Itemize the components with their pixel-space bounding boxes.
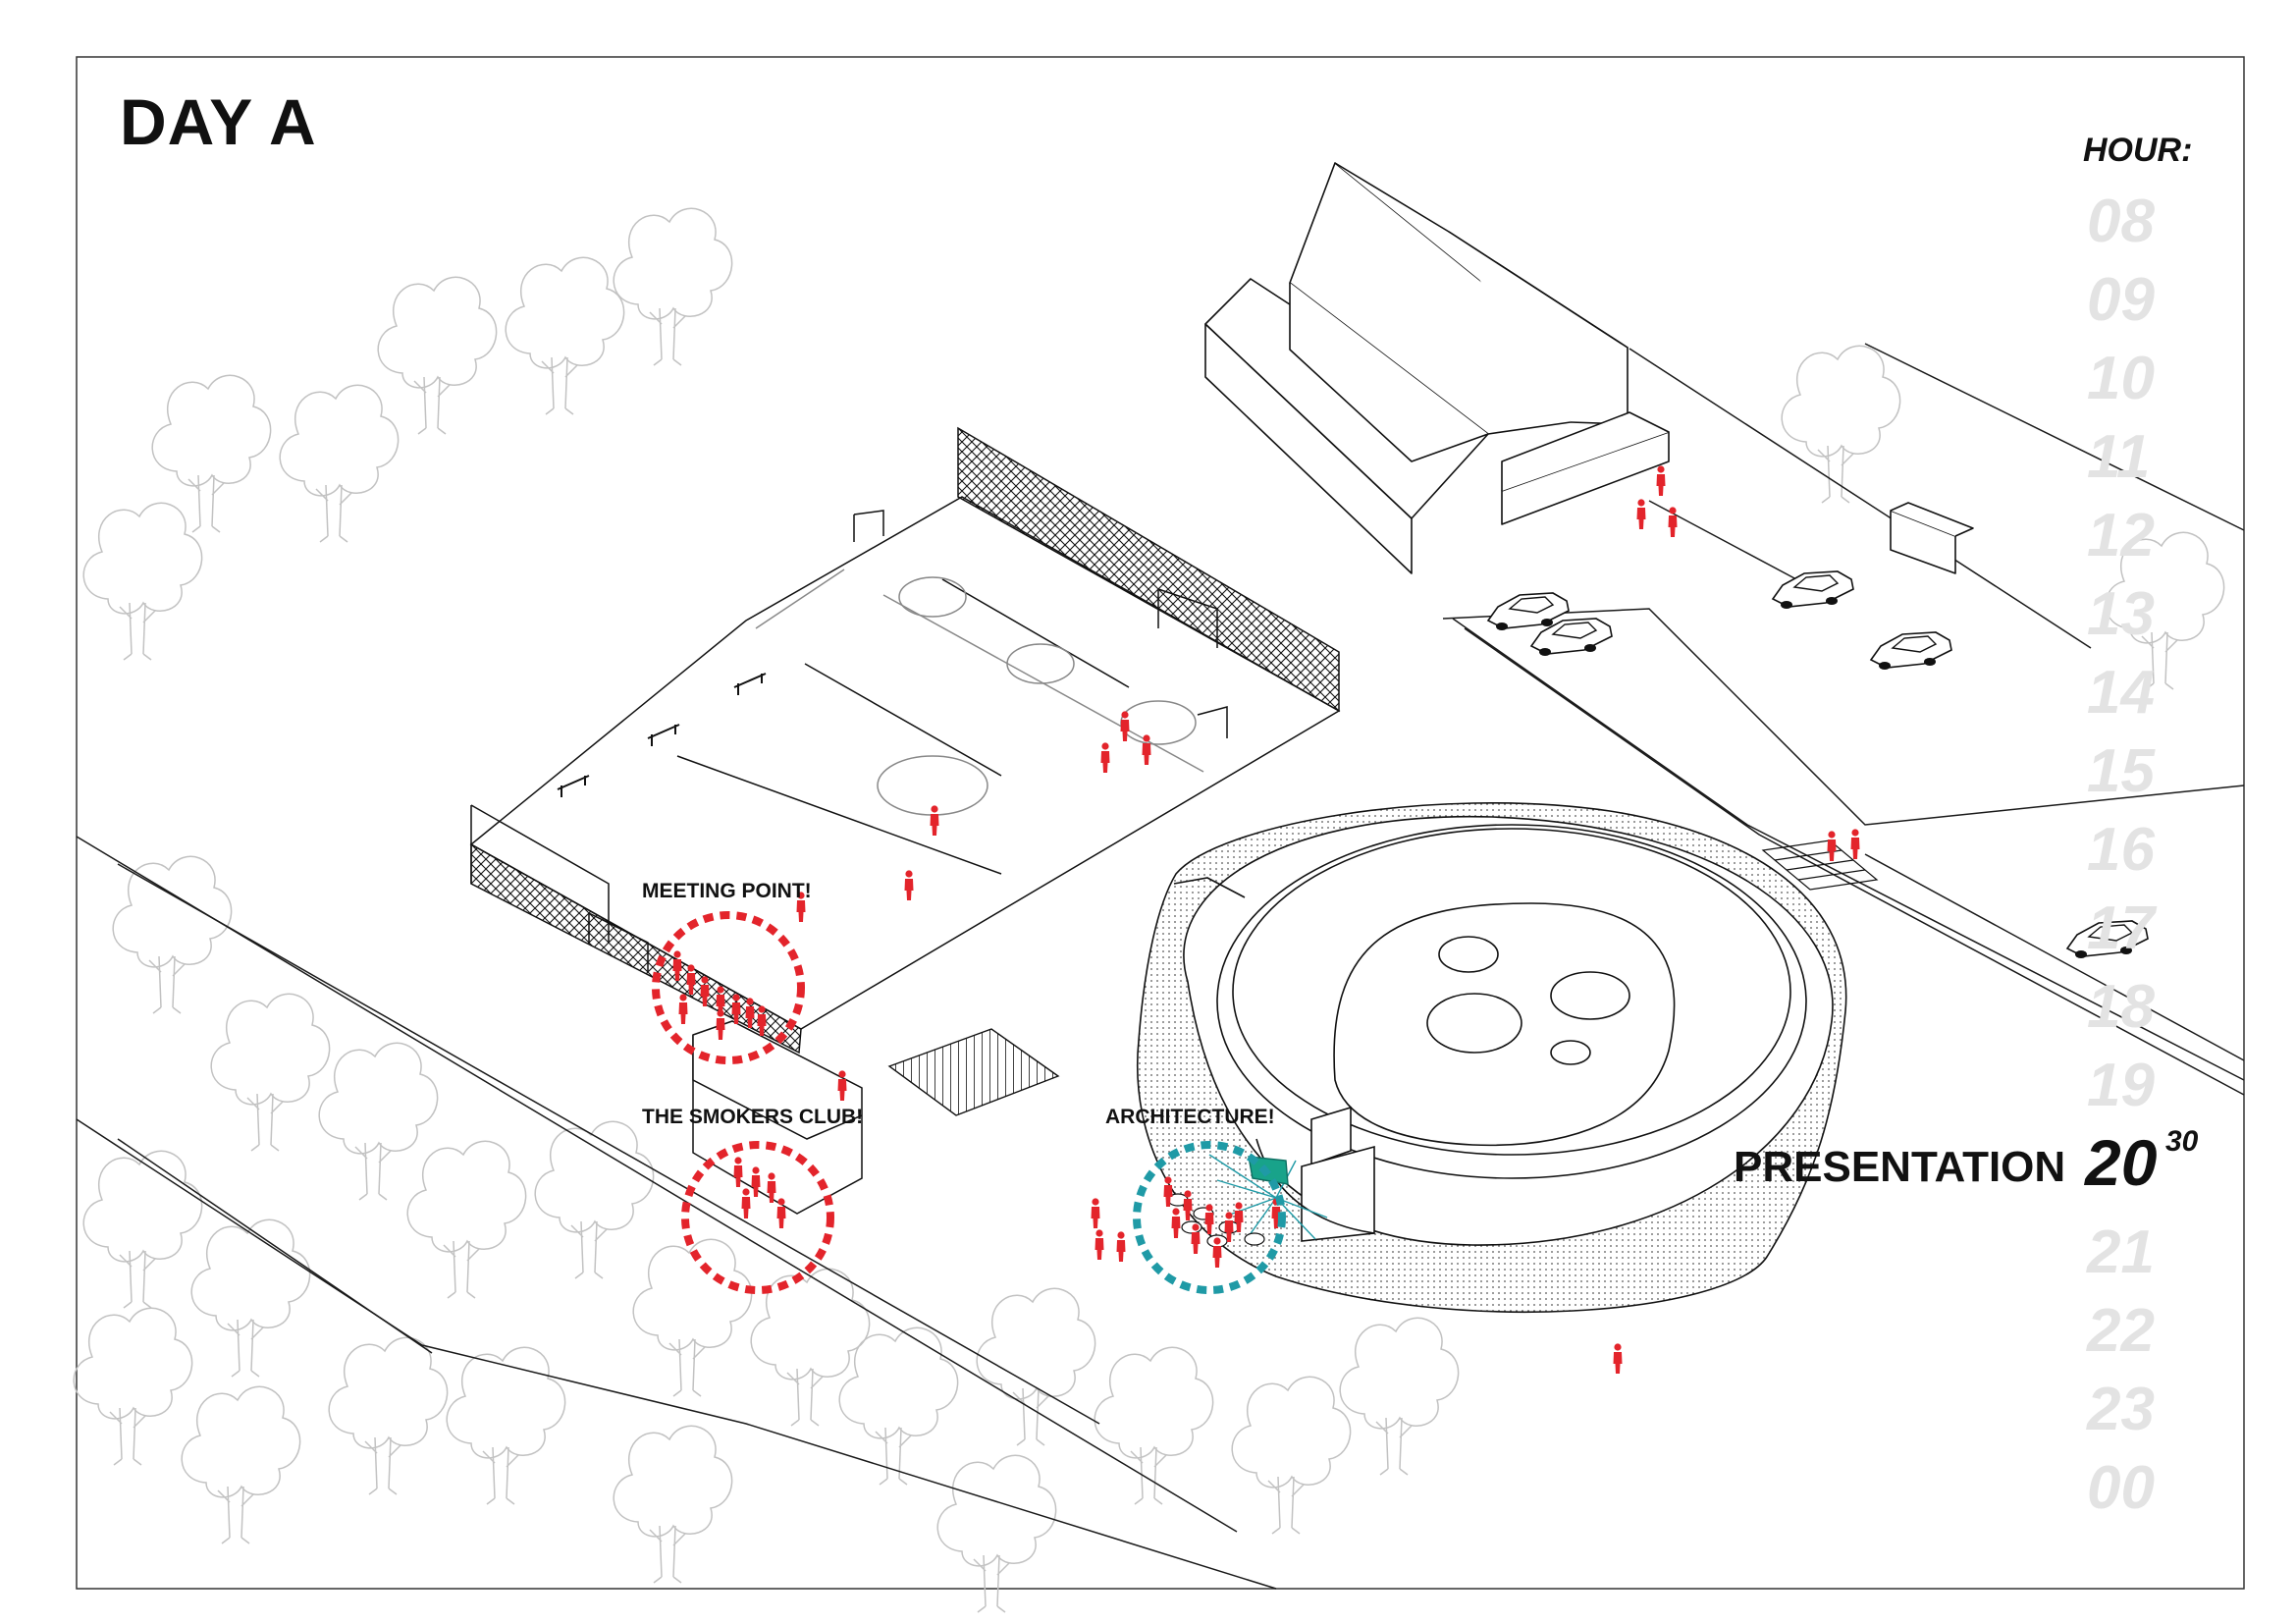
event-minutes: 30 (2165, 1125, 2199, 1158)
hour-item: 13 (2087, 580, 2155, 648)
hour-item: 14 (2087, 659, 2155, 727)
benches (557, 673, 767, 797)
meeting-point-ring (652, 911, 805, 1064)
architecture-ring (1133, 1141, 1286, 1294)
event-label: PRESENTATION (1734, 1143, 2066, 1191)
hour-item: 00 (2087, 1454, 2155, 1522)
hour-label: HOUR: (2083, 132, 2193, 169)
hour-item: 22 (2087, 1297, 2155, 1365)
house-building (1204, 162, 1974, 574)
drain-grate (887, 1028, 1060, 1116)
architecture-label: ARCHITECTURE! (1105, 1106, 1275, 1128)
hour-item: 21 (2087, 1218, 2155, 1286)
hour-item: 17 (2087, 894, 2155, 962)
hour-item: 23 (2087, 1376, 2155, 1443)
hour-item: 16 (2087, 816, 2155, 884)
drawing-border (76, 56, 2245, 1590)
hour-item: 12 (2087, 502, 2155, 569)
hour-item: 08 (2087, 188, 2155, 255)
hour-item: 11 (2087, 423, 2151, 491)
page-title: DAY A (120, 85, 317, 158)
meeting-point-label: MEETING POINT! (642, 880, 812, 902)
hour-item: 09 (2087, 266, 2155, 334)
hour-item: 19 (2087, 1052, 2155, 1119)
hour-item: 18 (2087, 973, 2155, 1041)
smokers-club-ring (681, 1141, 834, 1294)
event-hour: 20 (2085, 1126, 2158, 1199)
circular-building (1137, 802, 1847, 1314)
smokers-club-label: THE SMOKERS CLUB! (642, 1106, 864, 1128)
hour-item: 10 (2087, 345, 2155, 412)
hour-item: 15 (2087, 737, 2155, 805)
